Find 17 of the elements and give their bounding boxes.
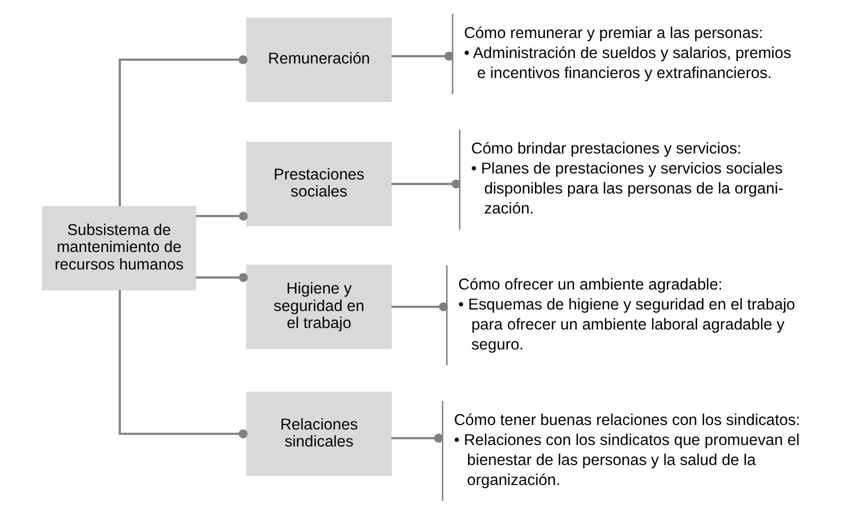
node-box: Remuneración bbox=[246, 18, 392, 102]
node-text: Cómo ofrecer un ambiente agradable: • Esquemas de higiene y seguridad en el trabajo para ofrecer un ambiente laboral agradable y seguro. bbox=[458, 276, 795, 354]
connector bbox=[390, 434, 443, 443]
connector bbox=[118, 290, 248, 438]
connector bbox=[390, 52, 453, 61]
node-box: Relaciones sindicales bbox=[246, 392, 392, 476]
node-text: Cómo tener buenas relaciones con los sindicatos: • Relaciones con los sindicatos que promuevan el bienestar de las personas y la salud de la organización. bbox=[453, 412, 800, 489]
connector bbox=[195, 212, 248, 221]
node-text: Cómo remunerar y premiar a las personas: • Administración de sueldos y salarios, premios e incentivos financieros y extrafinancieros. bbox=[463, 25, 791, 82]
connector bbox=[390, 302, 448, 312]
node-box: Subsistema de mantenimiento de recursos humanos bbox=[42, 206, 196, 290]
connector bbox=[195, 273, 248, 282]
node-box: Prestaciones sociales bbox=[246, 142, 392, 226]
connector bbox=[390, 179, 460, 188]
node-box: Higiene y seguridad en el trabajo bbox=[246, 264, 392, 349]
node-text: Cómo brindar prestaciones y servicios: • Planes de prestaciones y servicios sociales disponibles para las personas de la organi- zación. bbox=[470, 140, 783, 218]
connector bbox=[118, 55, 248, 206]
